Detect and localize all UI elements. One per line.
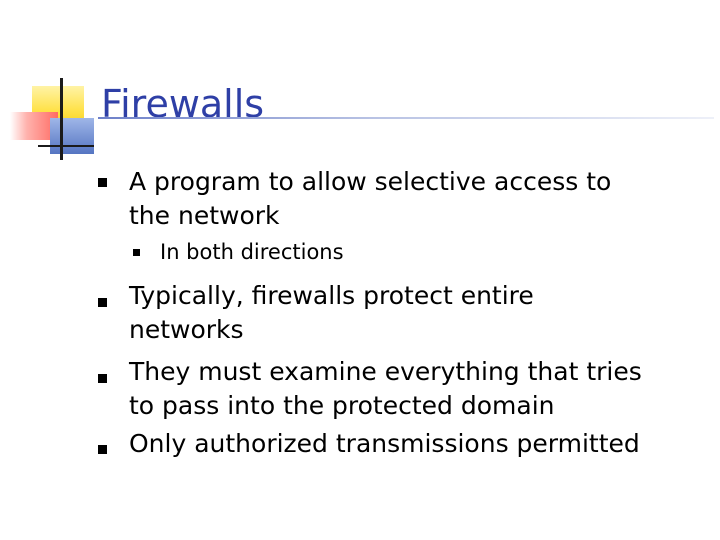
decorative-vertical-line [60,78,63,160]
decorative-blue-block [50,118,94,154]
sub-bullet-text: In both directions [160,240,344,264]
bullet-text: A program to allow selective access to t… [129,167,612,230]
square-bullet-icon [98,445,107,454]
title-underline [98,117,714,119]
decorative-horizontal-line [38,145,94,147]
square-bullet-icon [98,374,107,383]
bullet-text: Only authorized transmissions permitted [129,429,640,458]
square-bullet-icon [98,298,107,307]
square-bullet-icon [133,249,140,256]
bullet-text: Typically, firewalls protect entire netw… [129,281,534,344]
square-bullet-icon [98,178,107,187]
bullet-text: They must examine everything that tries … [129,357,642,420]
